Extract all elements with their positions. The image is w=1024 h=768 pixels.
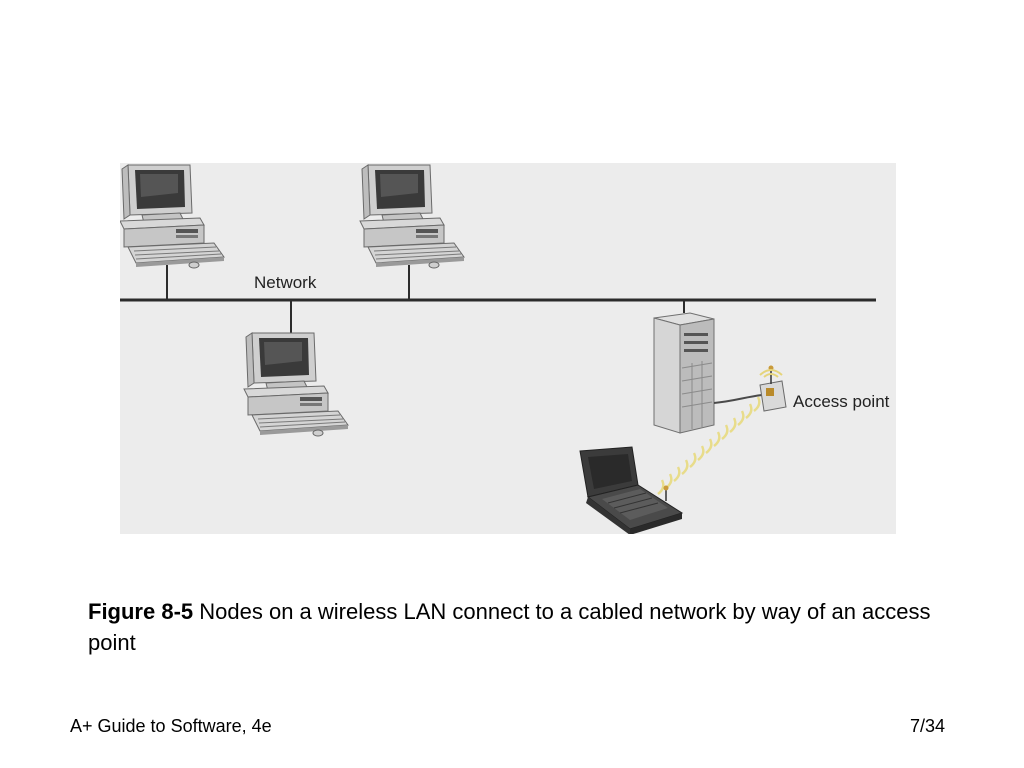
desktop-computer-3 bbox=[243, 332, 349, 437]
laptop-computer bbox=[579, 446, 684, 534]
figure-caption: Figure 8-5 Nodes on a wireless LAN conne… bbox=[88, 596, 938, 658]
access-point-label: Access point bbox=[793, 392, 890, 411]
footer-title: A+ Guide to Software, 4e bbox=[70, 716, 272, 736]
access-point-cable bbox=[713, 394, 763, 404]
access-point-device bbox=[759, 365, 787, 412]
diagram-canvas bbox=[120, 164, 876, 534]
figure-number: Figure 8-5 bbox=[88, 599, 194, 624]
page-number: 7/34 bbox=[910, 716, 946, 736]
network-label: Network bbox=[254, 273, 317, 292]
desktop-computer-2 bbox=[359, 164, 465, 269]
network-diagram: Network Access point bbox=[120, 163, 896, 534]
caption-text: Nodes on a wireless LAN connect to a cab… bbox=[88, 599, 931, 655]
wireless-signal bbox=[657, 396, 761, 495]
server-tower bbox=[653, 312, 715, 434]
desktop-computer-1 bbox=[120, 164, 225, 269]
